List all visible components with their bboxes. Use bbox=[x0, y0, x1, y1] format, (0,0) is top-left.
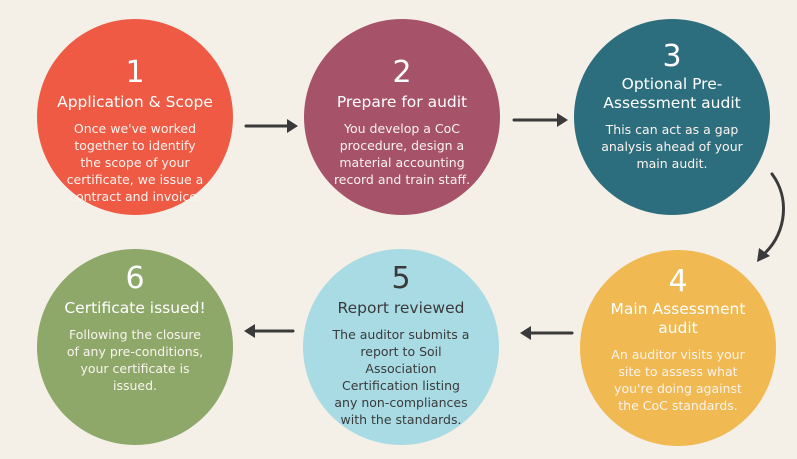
arrowhead-icon bbox=[757, 248, 770, 262]
step-title: Main Assessment audit bbox=[610, 300, 746, 337]
step-number: 5 bbox=[391, 261, 411, 296]
step-number: 1 bbox=[125, 55, 145, 90]
step-3-circle: 3 Optional Pre-Assessment audit This can… bbox=[574, 19, 770, 215]
step-description: An auditor visits your site to assess wh… bbox=[611, 347, 745, 413]
step-description: Following the closure of any pre-conditi… bbox=[66, 327, 204, 393]
arrowhead-icon bbox=[287, 119, 298, 133]
step-description: You develop a CoC procedure, design a ma… bbox=[333, 121, 471, 187]
arrowhead-icon bbox=[520, 326, 531, 340]
step-title: Certificate issued! bbox=[64, 299, 206, 317]
step-title: Optional Pre-Assessment audit bbox=[603, 75, 741, 112]
step-description: Once we've worked together to identify t… bbox=[66, 121, 204, 204]
step-title: Report reviewed bbox=[337, 299, 465, 317]
step-title: Application & Scope bbox=[57, 93, 213, 111]
step-number: 4 bbox=[668, 264, 688, 299]
step-description: This can act as a gap analysis ahead of … bbox=[601, 122, 743, 171]
step-1-circle: 1 Application & Scope Once we've worked … bbox=[37, 19, 233, 215]
step-5-circle: 5 Report reviewed The auditor submits a … bbox=[303, 249, 499, 445]
step-2-circle: 2 Prepare for audit You develop a CoC pr… bbox=[304, 19, 500, 215]
step-title: Prepare for audit bbox=[336, 93, 468, 111]
step-4-circle: 4 Main Assessment audit An auditor visit… bbox=[580, 250, 776, 446]
arrow-3-to-4 bbox=[764, 172, 785, 254]
step-number: 2 bbox=[392, 55, 412, 90]
step-number: 3 bbox=[662, 39, 682, 74]
step-number: 6 bbox=[125, 261, 145, 296]
step-description: The auditor submits a report to Soil Ass… bbox=[332, 327, 470, 427]
arrowhead-icon bbox=[244, 324, 255, 338]
arrowhead-icon bbox=[557, 113, 568, 127]
step-6-circle: 6 Certificate issued! Following the clos… bbox=[37, 249, 233, 445]
